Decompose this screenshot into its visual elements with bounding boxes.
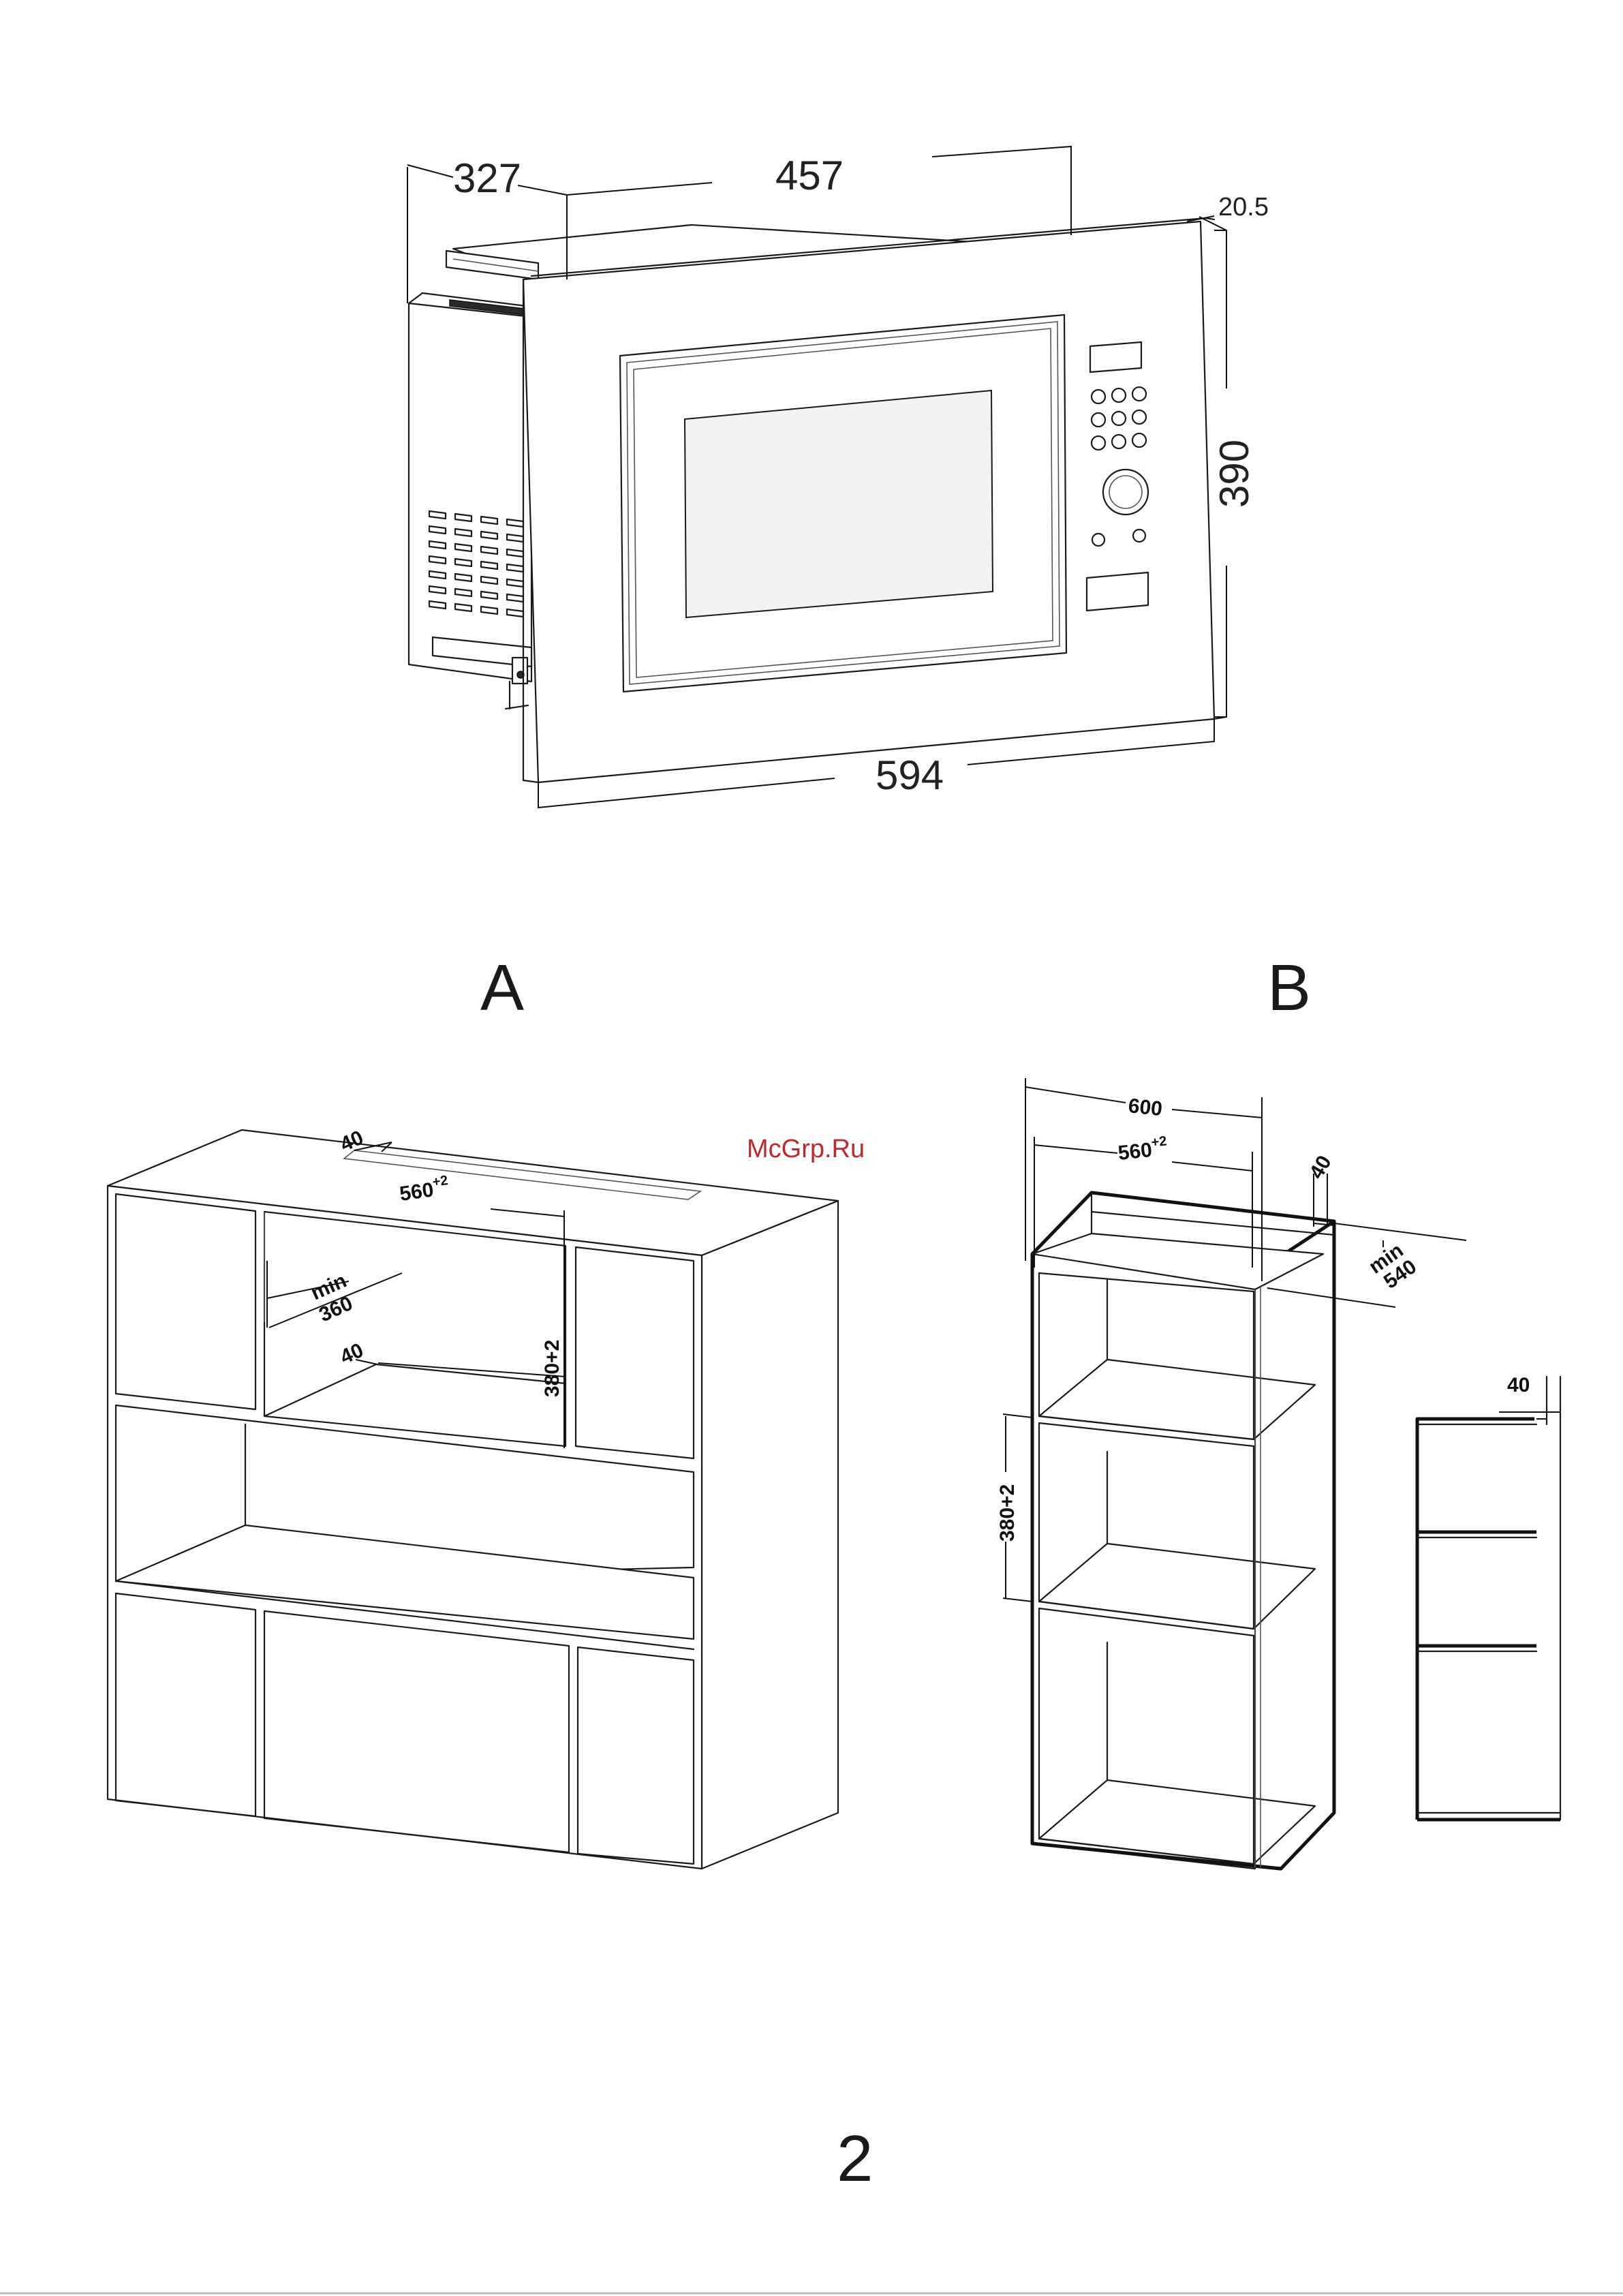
profile-40-label: 40 [1507,1374,1530,1396]
vent-slot [507,534,523,542]
body-left-side [409,303,531,682]
door-window [685,391,993,617]
b-inner-width-tol: +2 [1150,1134,1167,1150]
microwave-drawing: 327 457 20.5 390 594 [407,147,1269,808]
vent-slot [429,586,446,594]
display [1090,342,1141,372]
keypad-button [1092,436,1105,450]
cabinet-a-drawing: 40 560 +2 min 360 40 380+2 [108,1127,838,1869]
vent-slot [481,562,497,569]
a-width-tol: +2 [431,1173,449,1190]
dim-front-width-label: 594 [876,752,944,798]
page-number: 2 [837,2122,873,2195]
vent-slot [481,517,497,524]
vent-slot [481,607,497,614]
keypad-button [1132,387,1146,401]
watermark: McGrp.Ru [747,1135,865,1163]
vent-slot [429,556,446,564]
a-width-base: 560 [398,1178,435,1206]
vent-slot [455,544,472,551]
vent-slot [429,601,446,609]
dim-body-width-label: 457 [775,153,844,198]
vent-slot [507,594,523,602]
keypad-button [1112,435,1126,448]
door-release-button [1087,572,1148,611]
dim-depth-label: 327 [453,155,521,201]
small-button [1092,534,1104,546]
vent-slot [455,604,472,611]
vent-slot [481,577,497,584]
vent-slot [455,559,472,566]
section-b-label: B [1267,951,1311,1024]
section-a-label: A [480,951,524,1024]
cabinet-a-front [108,1186,702,1869]
cabinet-b-front [1032,1254,1255,1869]
cabinet-a-side [702,1201,838,1869]
vent-slot [429,511,446,519]
keypad-button [1112,412,1126,425]
dim-frame-thickness-label: 20.5 [1218,193,1269,221]
control-buttons [1092,387,1146,450]
vent-slot [455,574,472,581]
vent-slot [507,549,523,557]
b-outer-width-label: 600 [1127,1095,1163,1120]
a-height-label: 380+2 [541,1340,563,1397]
keypad-button [1112,388,1126,402]
vent-slot [429,526,446,534]
vent-slot [507,579,523,587]
vent-slot [455,529,472,536]
b-inner-width-base: 560 [1117,1139,1153,1165]
vent-slot [481,592,497,599]
dim-height-label: 390 [1211,440,1257,508]
vent-slot [455,589,472,596]
small-button [1133,530,1145,542]
vent-slot [481,547,497,554]
b-height-label: 380+2 [996,1484,1019,1542]
b-side-40-label: 40 [1305,1152,1335,1182]
b-inner-width-label: 560 +2 [1117,1134,1169,1165]
vent-slot [481,532,497,539]
vent-slot [507,564,523,572]
cabinet-b-profile: 40 [1417,1374,1560,1820]
cabinet-b-drawing: 600 560 +2 40 min 540 380+2 [996,1078,1466,1869]
control-knob [1103,470,1148,515]
keypad-button [1092,413,1105,427]
vent-slot [429,571,446,579]
keypad-button [1092,390,1105,403]
foot [512,658,527,684]
keypad-button [1132,433,1146,447]
vent-slot [455,514,472,521]
vent-slot [507,609,523,617]
keypad-button [1132,410,1146,424]
vent-slot [507,519,523,527]
vent-slot [429,541,446,549]
